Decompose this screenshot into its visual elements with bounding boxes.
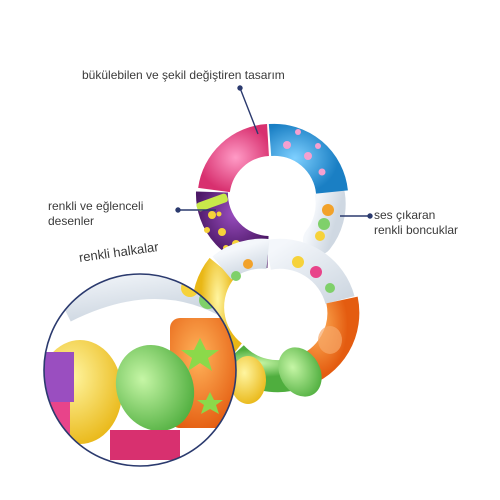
label-flexible-design: bükülebilen ve şekil değiştiren tasarım [82, 68, 285, 82]
label-sound-beads-line2: renkli boncuklar [374, 223, 459, 237]
label-colorful-patterns-line2: desenler [48, 214, 95, 228]
leader-lines [175, 85, 373, 219]
lower-ring [192, 238, 360, 404]
label-sound-beads-line1: ses çıkaran [374, 208, 436, 222]
label-colorful-patterns-line1: renkli ve eğlenceli [48, 199, 144, 213]
upper-ring [195, 123, 348, 268]
label-colorful-patterns: renkli ve eğlenceli desenler [48, 199, 143, 229]
star-pattern [283, 129, 326, 176]
label-sound-beads: ses çıkaran renkli boncuklar [374, 208, 458, 238]
zoom-detail-circle [43, 273, 237, 467]
